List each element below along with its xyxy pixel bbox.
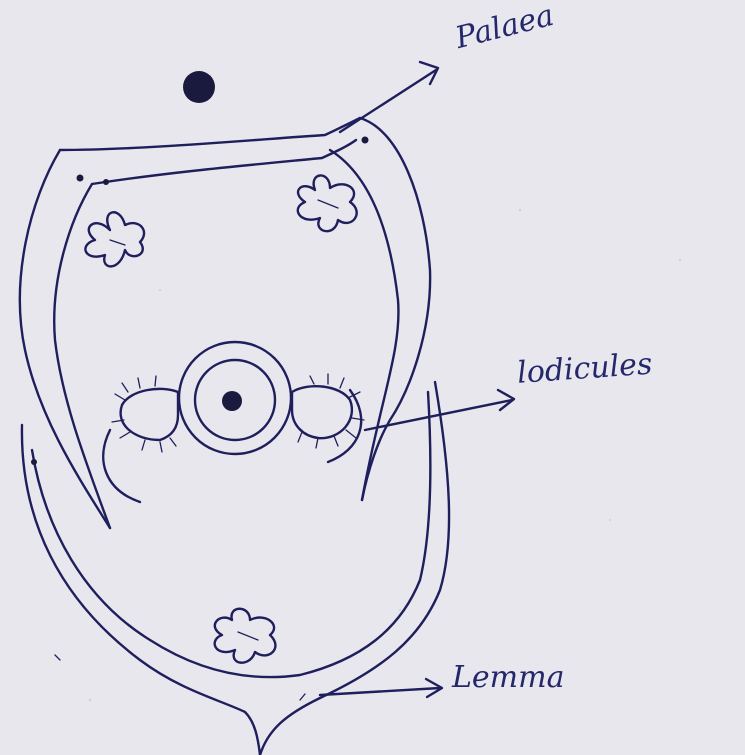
lodicule-left bbox=[103, 376, 178, 502]
lemma-label: Lemma bbox=[452, 660, 564, 695]
palaea-arrow bbox=[340, 62, 438, 132]
palea bbox=[20, 118, 430, 528]
lodicule-right bbox=[292, 374, 364, 462]
stamen-mark-bottom bbox=[215, 609, 276, 663]
lemma bbox=[22, 382, 449, 755]
stamen-mark-right bbox=[298, 175, 357, 231]
mother-axis-dot bbox=[183, 71, 215, 103]
ovary bbox=[179, 342, 291, 454]
stamen-mark-left bbox=[85, 212, 144, 266]
paper-specks bbox=[89, 209, 681, 701]
